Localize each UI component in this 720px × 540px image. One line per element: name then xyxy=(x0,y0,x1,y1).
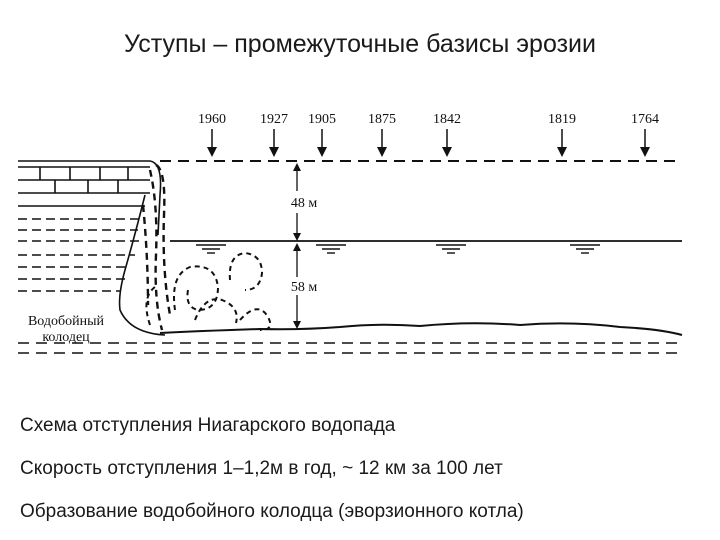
year-markers: 1960 1927 1905 1875 1842 1819 1764 xyxy=(198,112,659,157)
slide-title: Уступы – промежуточные базисы эрозии xyxy=(124,30,596,58)
rock-strata xyxy=(18,160,166,336)
niagara-retreat-diagram: 1960 1927 1905 1875 1842 1819 1764 xyxy=(18,112,683,354)
caption-scheme: Схема отступления Ниагарского водопада xyxy=(20,415,396,436)
plunge-pool-label-line2: колодец xyxy=(42,330,90,345)
year-label-1905: 1905 xyxy=(308,112,336,127)
water-level-markers xyxy=(196,244,600,254)
caption-retreat-rate: Скорость отступления 1–1,2м в год, ~ 12 … xyxy=(20,458,503,479)
height-indicator: 48 м 58 м xyxy=(291,163,318,329)
height-label-lower: 58 м xyxy=(291,280,318,295)
year-label-1960: 1960 xyxy=(198,112,226,127)
year-label-1819: 1819 xyxy=(548,112,576,127)
riverbed xyxy=(18,322,683,354)
plunge-pool-label-line1: Водобойный xyxy=(28,314,105,329)
year-label-1764: 1764 xyxy=(631,112,659,127)
year-label-1842: 1842 xyxy=(433,112,461,127)
caption-plunge-pool: Образование водобойного колодца (эворзио… xyxy=(20,501,524,522)
year-label-1875: 1875 xyxy=(368,112,396,127)
height-label-upper: 48 м xyxy=(291,196,318,211)
year-label-1927: 1927 xyxy=(260,112,288,127)
